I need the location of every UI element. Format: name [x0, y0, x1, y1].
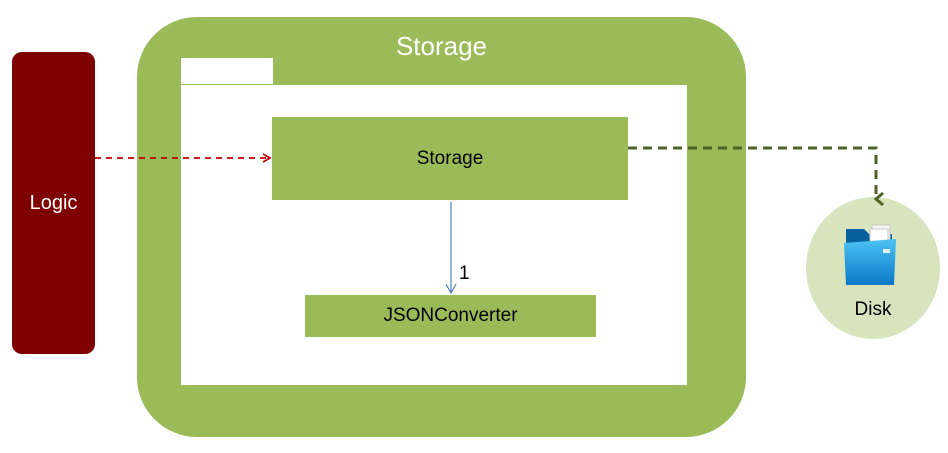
storage-class-label: Storage — [416, 147, 484, 169]
package-tab — [181, 58, 273, 84]
json-converter-class-label: JSONConverter — [383, 305, 518, 326]
association-multiplicity: 1 — [459, 263, 470, 284]
storage-component-title: Storage — [395, 31, 488, 61]
logic-label: Logic — [29, 191, 78, 214]
storage-class-box: Storage — [272, 117, 628, 200]
disk-label: Disk — [854, 299, 892, 320]
folder-icon — [844, 224, 896, 285]
json-converter-class-box: JSONConverter — [305, 295, 596, 337]
logic-component: Logic — [12, 52, 95, 354]
disk-node: Disk — [806, 197, 940, 339]
storage-to-disk-arrow — [628, 146, 876, 199]
